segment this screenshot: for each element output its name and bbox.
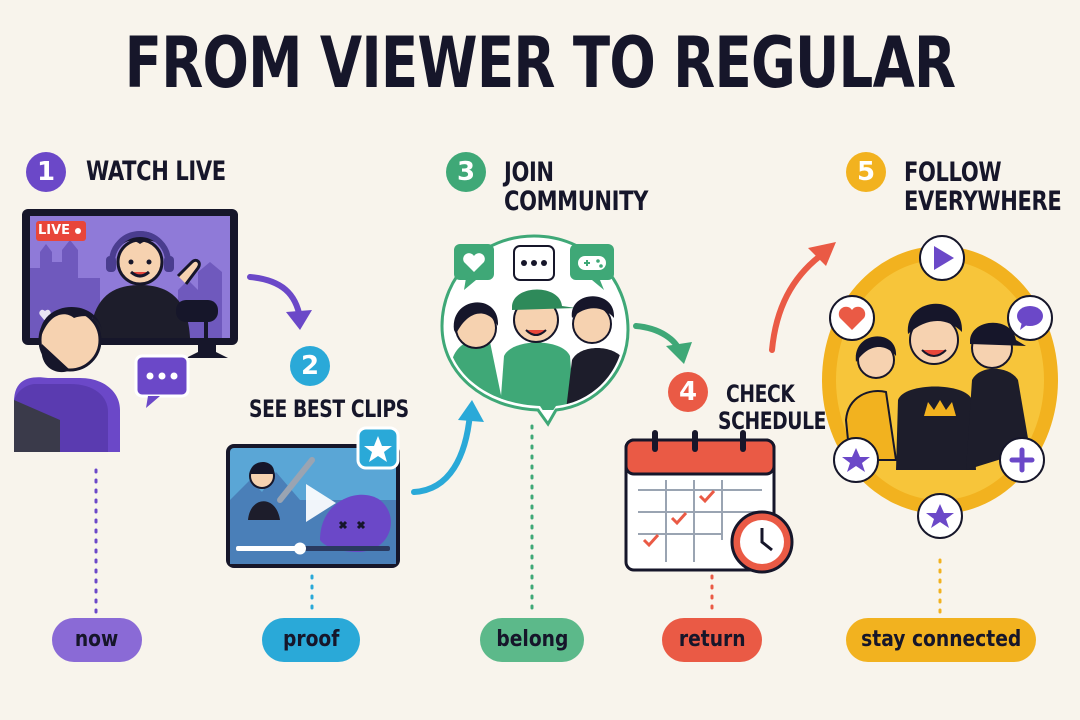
plus-icon	[999, 437, 1045, 483]
star-icon	[356, 426, 400, 470]
step-3-pill: belong	[480, 618, 584, 662]
live-badge: LIVE	[38, 223, 71, 238]
step-2-label: SEE BEST CLIPS	[249, 395, 409, 423]
star-icon	[833, 437, 879, 483]
clock-icon	[730, 510, 794, 574]
step-5-label-line1: FOLLOW	[904, 157, 1002, 188]
heart-icon	[829, 295, 875, 341]
gamepad-icon	[570, 244, 614, 290]
step-3-label-line1: JOIN	[504, 157, 554, 188]
step-5-badge: 5	[846, 152, 886, 192]
step-4-badge: 4	[668, 372, 708, 412]
friends-group-icon	[440, 234, 630, 427]
step-1-badge: 1	[26, 152, 66, 192]
play-icon	[919, 235, 965, 281]
step-3-label-line2: COMMUNITY	[504, 186, 648, 217]
chat-icon	[1007, 295, 1053, 341]
step-2-pill: proof	[262, 618, 360, 662]
crown-icon	[924, 400, 956, 416]
step-5-label-line2: EVERYWHERE	[904, 186, 1062, 217]
play-icon	[306, 484, 336, 522]
step-3-badge: 3	[446, 152, 486, 192]
page-title: FROM VIEWER TO REGULAR	[124, 22, 956, 104]
step-2-badge: 2	[290, 346, 330, 386]
star-icon	[917, 493, 963, 539]
chat-bubble-icon	[134, 354, 190, 408]
step-1-pill: now	[52, 618, 142, 662]
step-1-label: WATCH LIVE	[86, 156, 226, 187]
checkmark-icon	[642, 489, 716, 548]
step-4-pill: return	[662, 618, 762, 662]
step-4-label-line1: CHECK	[726, 380, 795, 408]
step-5-pill: stay connected	[846, 618, 1036, 662]
step-4-label-line2: SCHEDULE	[718, 407, 827, 435]
heart-icon	[454, 244, 494, 290]
follow-ring	[822, 246, 1058, 514]
chat-dots-icon	[513, 245, 555, 281]
viewer-icon	[14, 307, 120, 452]
